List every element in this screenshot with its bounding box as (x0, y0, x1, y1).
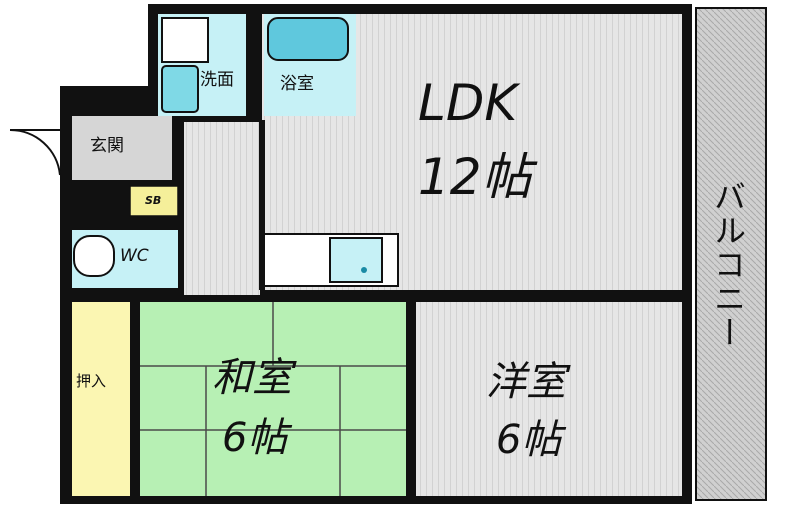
youshitsu-room-size: 6帖 (496, 417, 562, 463)
interior-partitions (138, 120, 682, 500)
toilet-icon (73, 235, 115, 277)
entrance-door-swing (9, 128, 61, 176)
sink-faucet-icon (361, 267, 367, 273)
yokushitsu-label: 浴室 (280, 74, 314, 94)
ldk-room-name: LDK (418, 74, 518, 132)
genkan-floor (72, 116, 172, 180)
wc-label: WC (120, 246, 149, 266)
ldk-room-size: 12帖 (418, 148, 532, 206)
washitsu-tatami (140, 302, 406, 496)
washbasin-icon (161, 65, 199, 113)
oshiire-area (72, 302, 130, 496)
genkan-label: 玄関 (90, 136, 124, 156)
sb-label: SB (145, 194, 162, 207)
senmen-label: 洗面 (200, 70, 234, 90)
balcony-label: バルコニー (709, 180, 747, 350)
youshitsu-floor (416, 302, 682, 496)
sb-shoebox (129, 185, 179, 217)
washing-machine-icon (161, 17, 209, 63)
kitchen-sink (329, 237, 383, 283)
washitsu-room-name: 和室 (212, 355, 292, 401)
oshiire-label: 押入 (76, 372, 107, 390)
corridor-floor (184, 122, 260, 298)
washitsu-room-size: 6帖 (222, 415, 288, 461)
bathtub-icon (267, 17, 349, 61)
youshitsu-room-name: 洋室 (486, 359, 566, 405)
balcony-area (695, 7, 767, 501)
